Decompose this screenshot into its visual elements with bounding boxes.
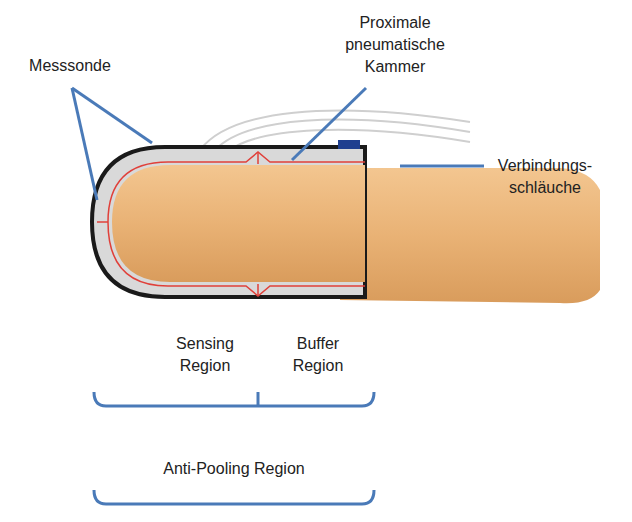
region-label: Buffer Region (273, 333, 363, 377)
finger-inside (112, 165, 365, 282)
region-label: Sensing Region (160, 333, 250, 377)
probe-cuff (92, 147, 365, 297)
region-label: Anti-Pooling Region (124, 458, 344, 480)
part-label: Verbindungs- schläuche (490, 155, 600, 199)
region-bracket (94, 392, 374, 504)
part-label: Messsonde (5, 55, 135, 77)
chamber-membrane (97, 152, 365, 296)
connector-block (338, 140, 360, 149)
part-label: Proximale pneumatische Kammer (330, 12, 460, 78)
leader-line (72, 88, 484, 200)
